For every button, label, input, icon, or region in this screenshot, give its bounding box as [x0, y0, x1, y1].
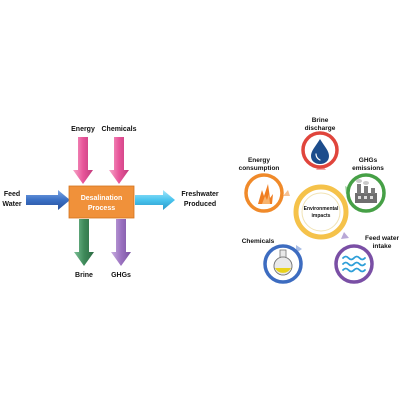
- ghg-node-label-line2: emissions: [352, 165, 384, 172]
- process-box-line1: Desalination: [81, 195, 123, 202]
- energy-node-label-line1: Energy: [248, 157, 270, 164]
- water-waves-icon: [342, 255, 366, 273]
- energy-input-label: Energy: [71, 126, 95, 133]
- impacts-diagram: Environmental impacts Brine discharge GH…: [239, 117, 399, 284]
- process-diagram: Energy Chemicals Feed Water Desalination…: [2, 126, 219, 279]
- feed-water-label-line1: Feed: [4, 191, 20, 198]
- energy-node-label-line2: consumption: [239, 165, 280, 172]
- environmental-impacts-center: Environmental impacts: [293, 184, 349, 240]
- chemicals-arrow: [109, 137, 129, 184]
- ghg-emissions-node: GHGs emissions: [346, 157, 386, 213]
- feed-node-label-line2: intake: [373, 243, 392, 250]
- connector-chevron-feed: [341, 232, 349, 239]
- feed-water-arrow: [26, 190, 70, 210]
- ghgs-arrow: [111, 219, 131, 266]
- center-label-line1: Environmental: [304, 206, 339, 212]
- ghgs-output-label: GHGs: [111, 272, 131, 279]
- brine-node-label-line1: Brine: [312, 117, 329, 124]
- chem-node-label-line1: Chemicals: [242, 238, 275, 245]
- flask-icon: [273, 249, 293, 276]
- energy-consumption-node: Energy consumption: [239, 157, 284, 213]
- freshwater-label-line2: Produced: [184, 201, 216, 208]
- flame-icon: [258, 184, 273, 204]
- freshwater-label-line1: Freshwater: [181, 191, 219, 198]
- feed-water-label-line2: Water: [2, 201, 21, 208]
- chemicals-node: Chemicals: [242, 238, 303, 284]
- connector-chevron-energy: [283, 190, 290, 196]
- brine-node-label-line2: discharge: [305, 125, 336, 132]
- feed-node-label-line1: Feed water: [365, 235, 399, 242]
- chemicals-input-label: Chemicals: [101, 126, 136, 133]
- brine-arrow: [74, 219, 94, 266]
- desalination-process-box: [68, 185, 135, 219]
- freshwater-arrow: [135, 190, 175, 210]
- brine-discharge-node: Brine discharge: [301, 117, 339, 169]
- brine-output-label: Brine: [75, 272, 93, 279]
- energy-arrow: [73, 137, 93, 184]
- ghg-node-label-line1: GHGs: [359, 157, 378, 164]
- process-box-line2: Process: [88, 205, 115, 212]
- factory-icon: [355, 179, 377, 203]
- center-label-line2: impacts: [312, 213, 331, 219]
- feed-water-intake-node: Feed water intake: [334, 235, 399, 284]
- water-drop-icon: [311, 139, 329, 164]
